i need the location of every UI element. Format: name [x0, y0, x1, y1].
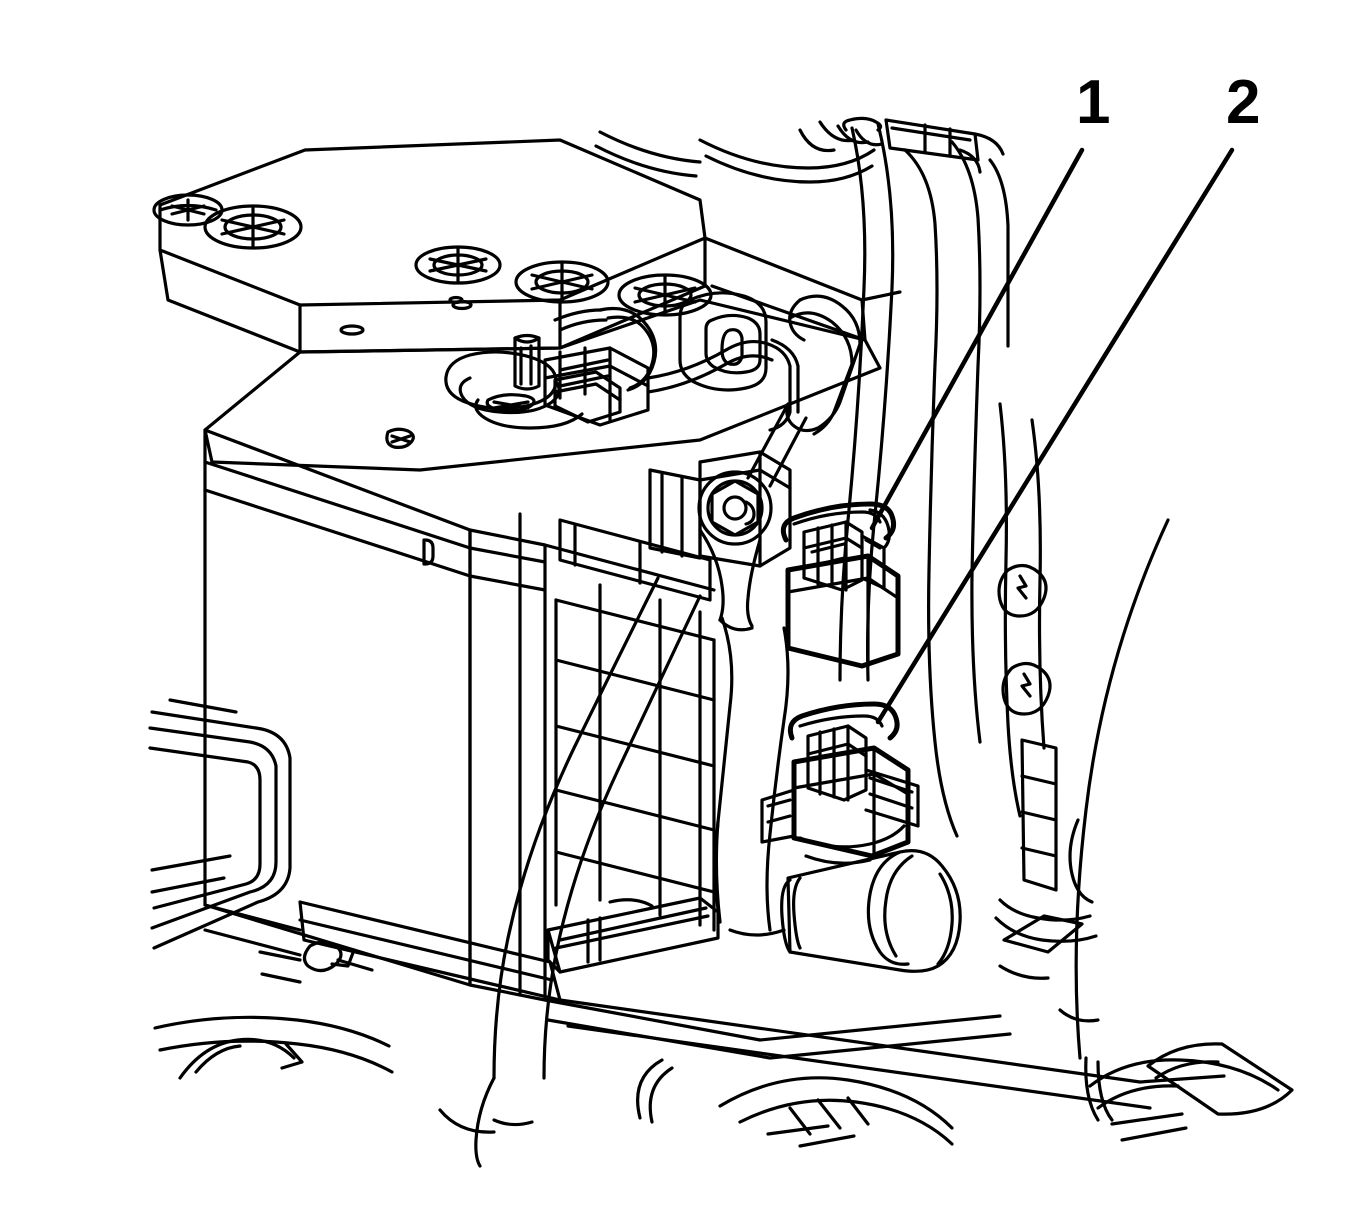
battery-terminal-assembly	[444, 306, 658, 430]
cylindrical-grommet	[780, 849, 962, 973]
vent-hose-left	[438, 576, 702, 1168]
callout-leader-lines	[869, 147, 1235, 725]
vent-hose-right	[838, 116, 895, 682]
battery-vent-caps-upper	[152, 193, 303, 250]
leader-line-1	[869, 147, 1085, 531]
floor-panel	[153, 998, 1294, 1148]
battery-top-dimples	[339, 295, 473, 336]
terminal-bracket-bolt	[648, 450, 792, 632]
battery-tray-grid	[518, 512, 716, 997]
battery-cable-upper	[746, 294, 862, 488]
inner-fender-panel	[903, 140, 1098, 980]
upper-panel-brackets	[594, 118, 1005, 184]
right-vertical-post	[1058, 518, 1170, 1122]
battery-top-strap	[646, 291, 800, 432]
callout-label-1: 1	[1076, 68, 1111, 137]
left-lower-bracket-hose	[148, 698, 374, 984]
leader-line-2	[875, 147, 1235, 725]
callout-label-2: 2	[1226, 68, 1261, 137]
